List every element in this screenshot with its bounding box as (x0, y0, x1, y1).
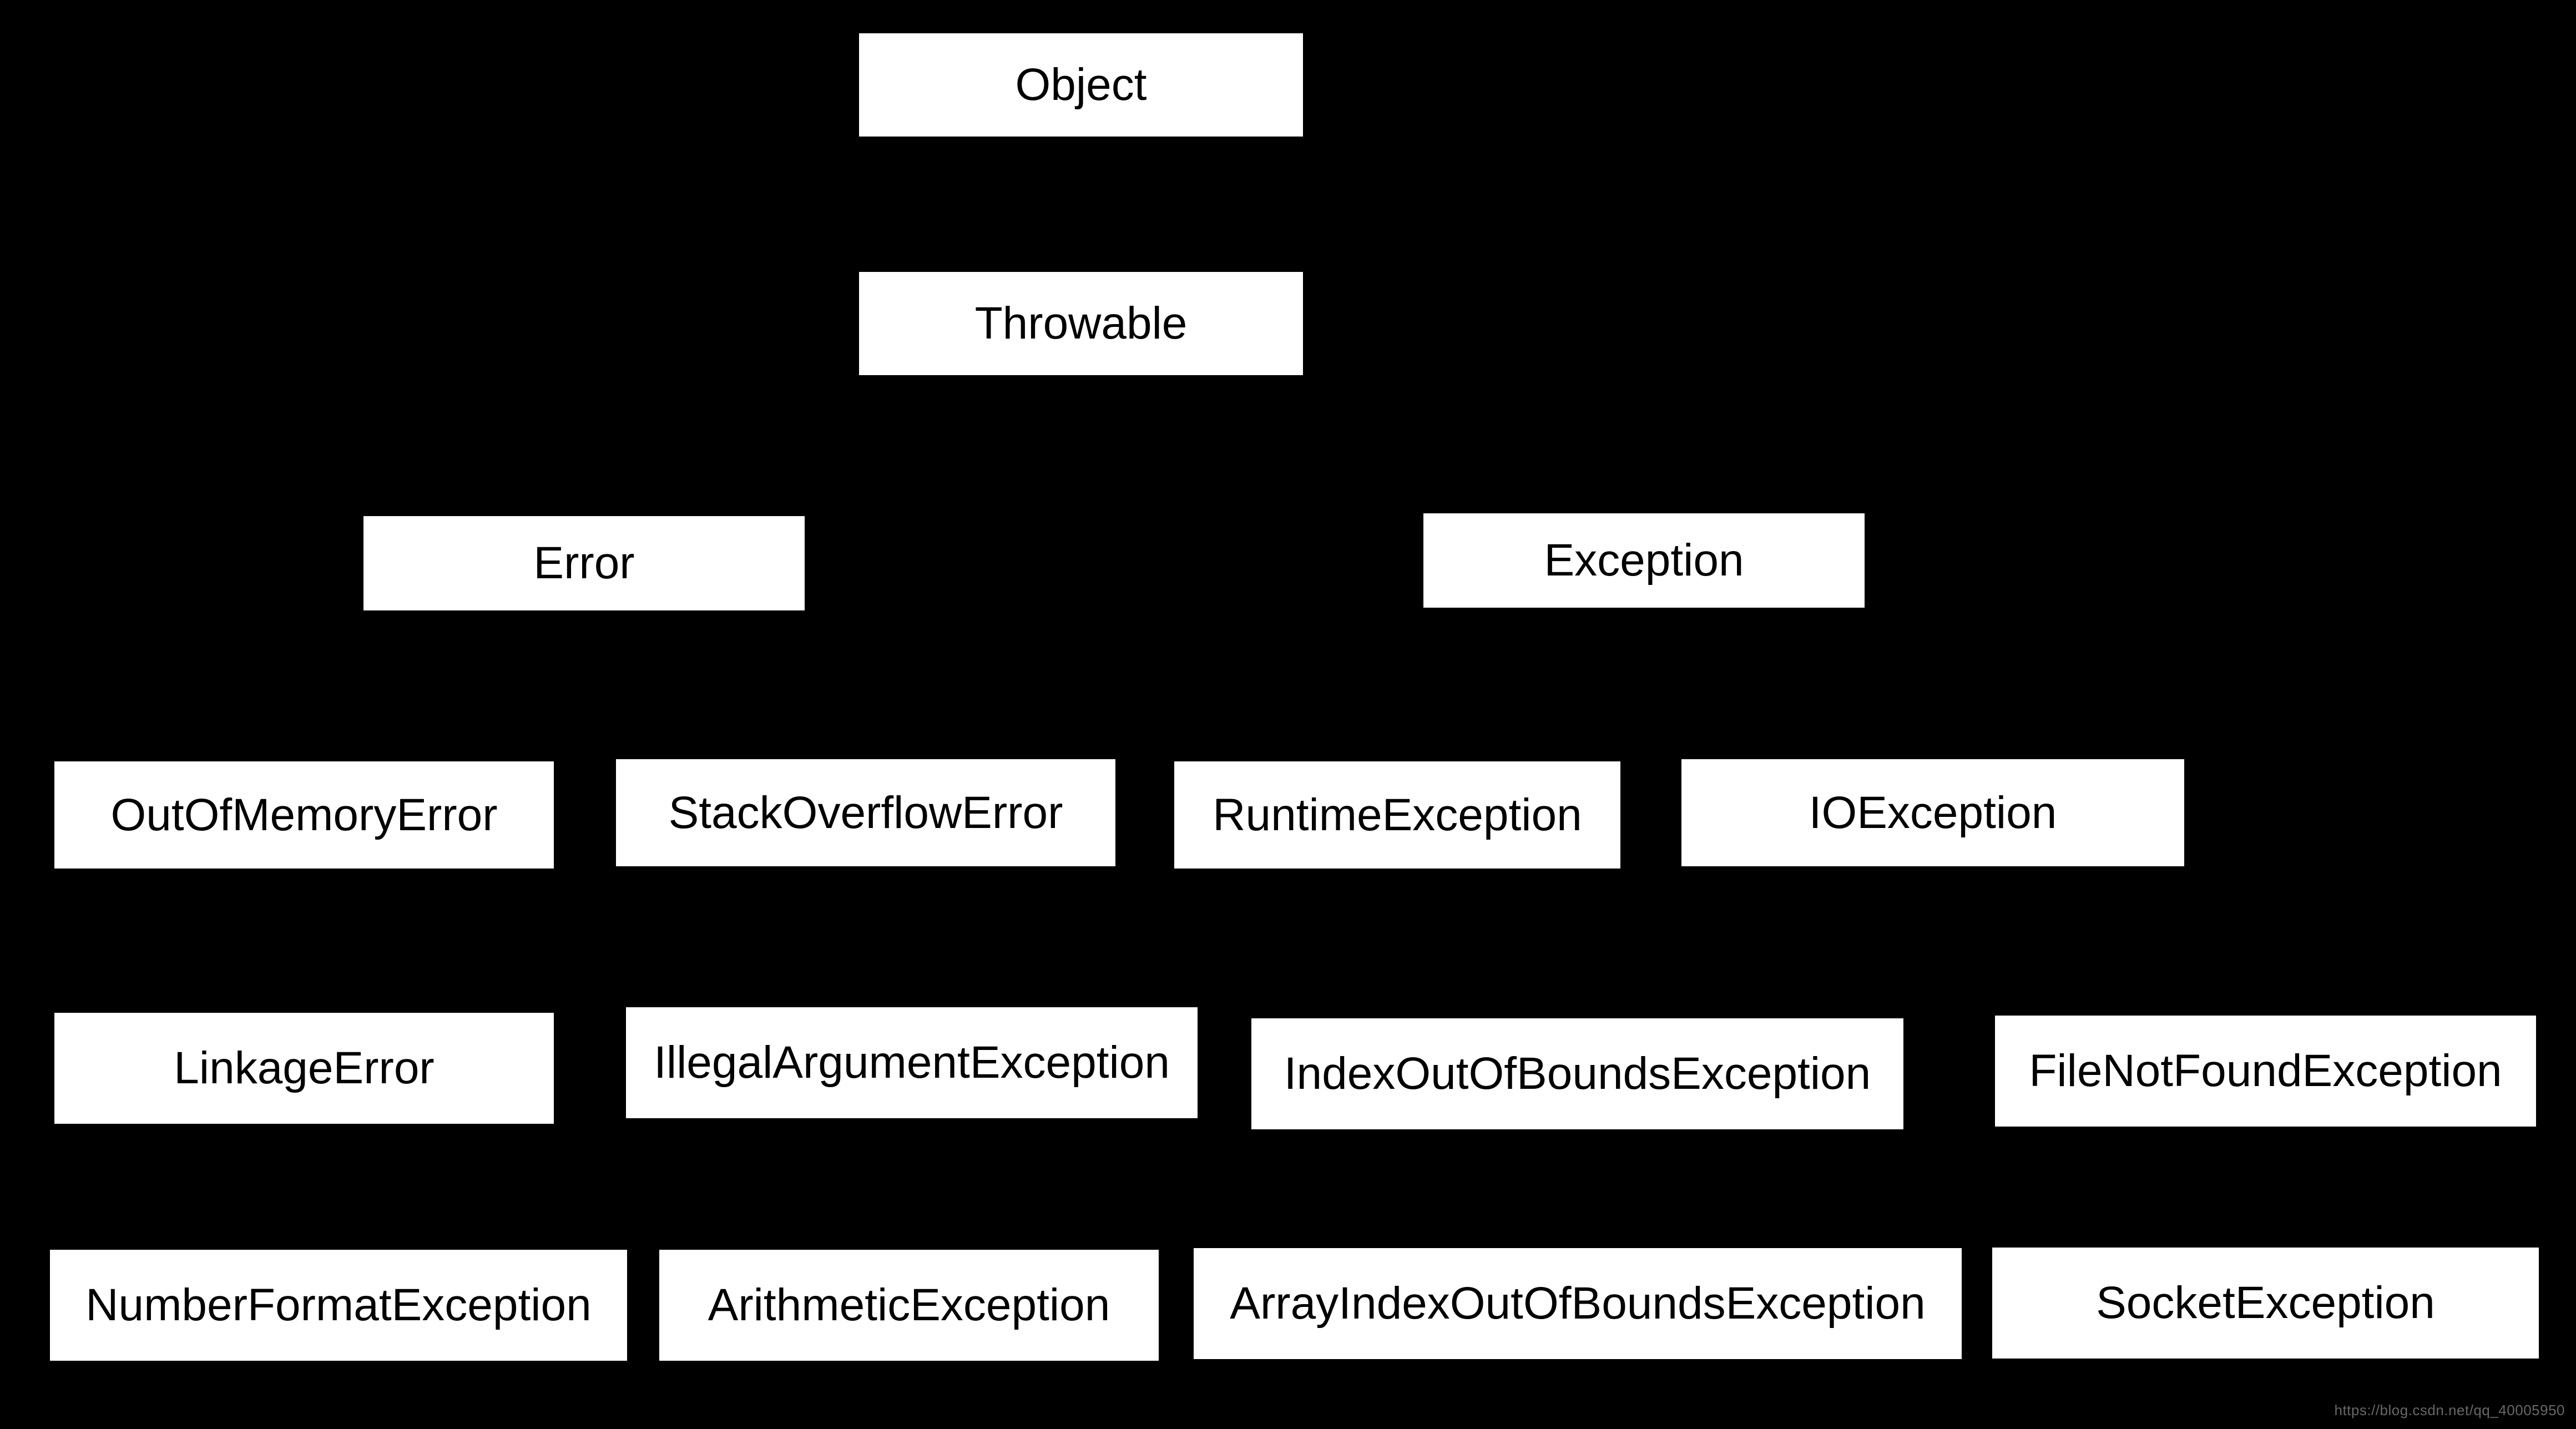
class-node-linkage-error: LinkageError (54, 1013, 554, 1124)
class-node-object: Object (859, 33, 1303, 137)
class-node-exception: Exception (1423, 513, 1865, 608)
class-node-label: Object (1015, 59, 1147, 110)
class-node-label: IOException (1809, 787, 2057, 838)
watermark-text: https://blog.csdn.net/qq_40005950 (2334, 1402, 2565, 1418)
class-node-label: OutOfMemoryError (110, 789, 498, 840)
class-node-socket-exception: SocketException (1992, 1248, 2539, 1359)
class-node-arithmetic-exception: ArithmeticException (659, 1250, 1159, 1361)
class-node-stack-overflow-error: StackOverflowError (616, 759, 1115, 866)
class-node-label: LinkageError (174, 1043, 435, 1093)
class-node-label: Exception (1544, 535, 1744, 585)
class-node-index-out-of-bounds-exception: IndexOutOfBoundsException (1251, 1018, 1903, 1129)
class-node-label: FileNotFoundException (2029, 1046, 2502, 1096)
class-node-label: NumberFormatException (85, 1280, 592, 1330)
class-node-array-index-out-of-bounds-exception: ArrayIndexOutOfBoundsException (1194, 1248, 1962, 1359)
class-node-label: Error (533, 538, 635, 588)
class-node-io-exception: IOException (1681, 759, 2184, 866)
class-node-label: StackOverflowError (668, 787, 1063, 838)
class-node-number-format-exception: NumberFormatException (50, 1250, 627, 1361)
class-node-label: ArithmeticException (708, 1280, 1110, 1330)
class-node-out-of-memory-error: OutOfMemoryError (54, 761, 554, 868)
class-node-runtime-exception: RuntimeException (1174, 761, 1620, 868)
class-node-label: SocketException (2096, 1277, 2435, 1328)
class-node-throwable: Throwable (859, 272, 1303, 375)
class-node-illegal-argument-exception: IllegalArgumentException (626, 1007, 1198, 1118)
class-node-error: Error (363, 516, 805, 610)
class-node-label: IndexOutOfBoundsException (1284, 1048, 1871, 1099)
class-node-label: Throwable (974, 298, 1188, 349)
class-node-file-not-found-exception: FileNotFoundException (1995, 1016, 2536, 1127)
class-node-label: IllegalArgumentException (654, 1037, 1170, 1088)
class-node-label: RuntimeException (1213, 789, 1582, 840)
class-node-label: ArrayIndexOutOfBoundsException (1230, 1278, 1926, 1329)
